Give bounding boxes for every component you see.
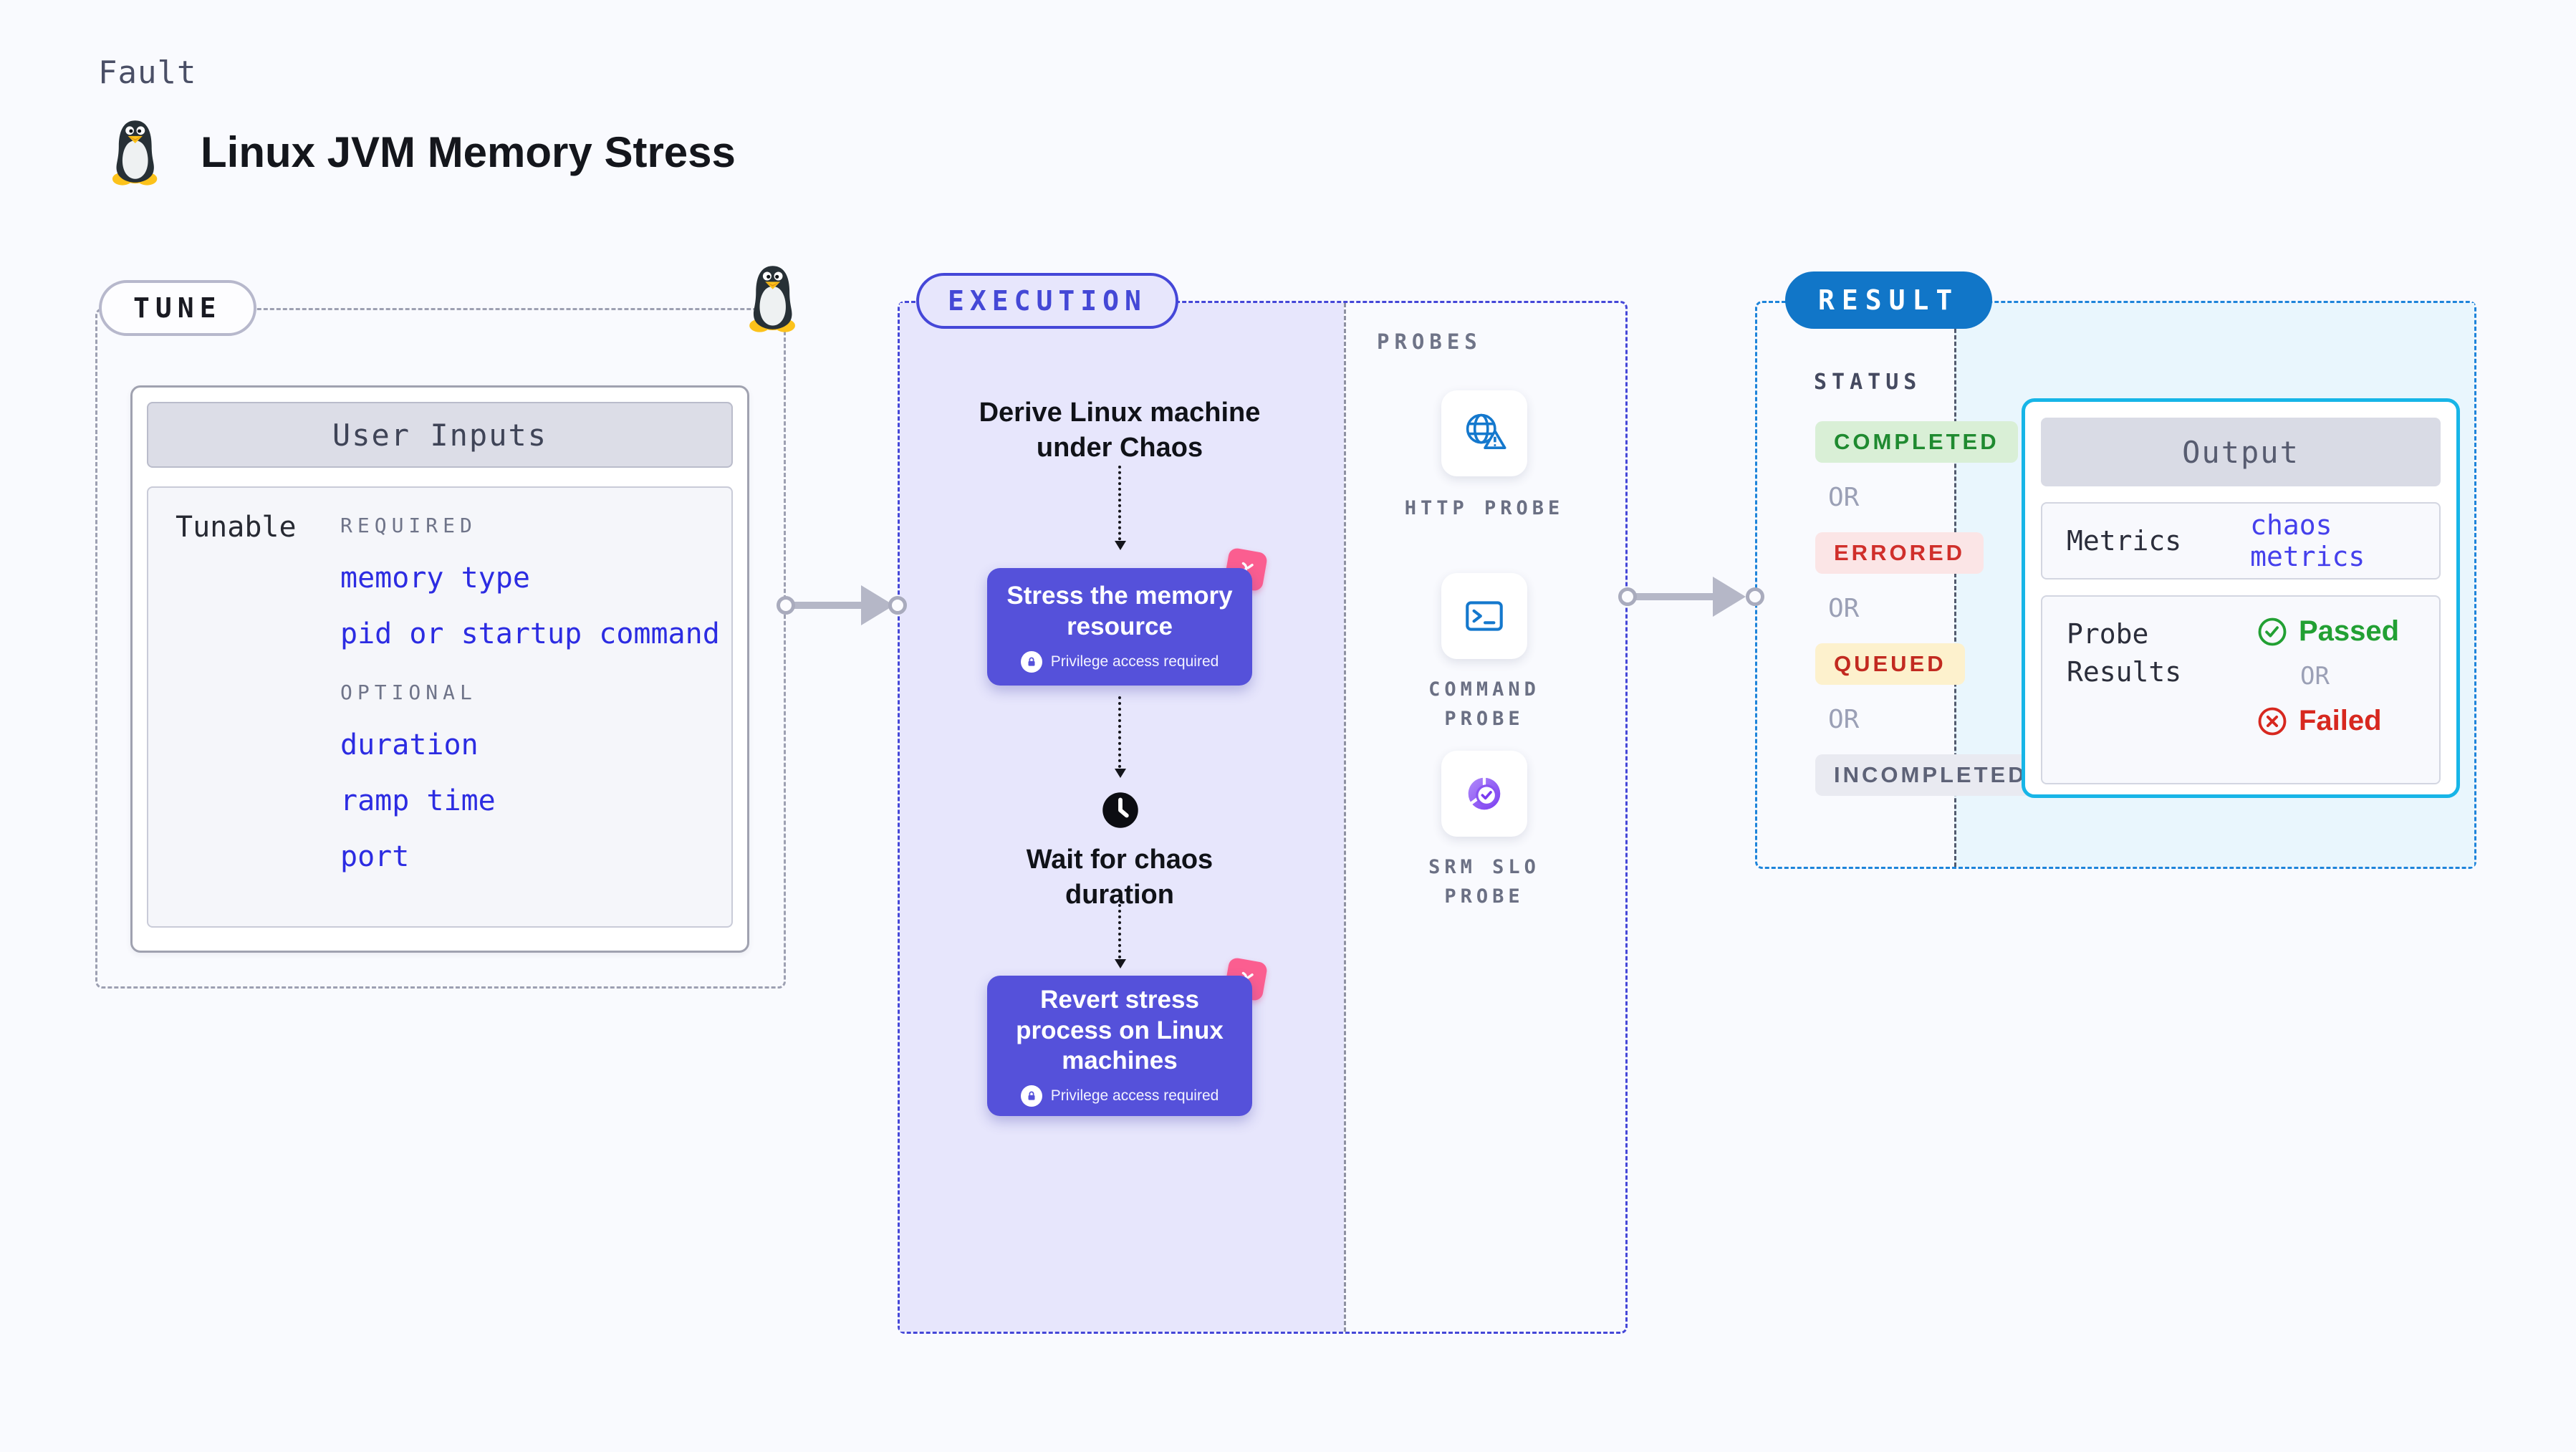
status-or-separator: OR	[1828, 594, 1860, 623]
status-item: INCOMPLETED OR	[1815, 754, 2046, 796]
derive-step-label: Derive Linux machine under Chaos	[979, 398, 1261, 463]
command-probe-card	[1441, 573, 1527, 659]
flow-arrow-tune-to-execution	[777, 585, 907, 625]
status-or-separator: OR	[1828, 483, 1860, 512]
fault-kicker: Fault	[98, 54, 197, 91]
clock-icon	[1101, 791, 1140, 830]
optional-label: OPTIONAL	[340, 681, 477, 704]
x-circle-icon	[2258, 707, 2287, 735]
status-item: QUEUED OR	[1815, 643, 1965, 754]
chaos-metrics-link[interactable]: chaos metrics	[2250, 509, 2365, 572]
stress-step-label: Stress the memory resource	[1006, 582, 1233, 640]
stress-memory-node: Stress the memory resource Privilege acc…	[987, 568, 1252, 686]
srm-slo-probe-card	[1441, 751, 1527, 837]
tux-icon	[749, 266, 795, 332]
lock-icon	[1020, 1085, 1042, 1107]
privilege-note: Privilege access required	[1050, 653, 1219, 670]
output-card: Output Metrics chaos metrics Probe Resul…	[2022, 398, 2460, 798]
param-link[interactable]: memory type	[340, 562, 530, 595]
status-label: STATUS	[1814, 370, 1922, 395]
wait-step-label: Wait for chaos duration	[1026, 845, 1213, 910]
status-or-separator: OR	[1828, 705, 1860, 734]
lock-icon	[1020, 650, 1042, 673]
revert-step-label: Revert stress process on Linux machines	[1016, 985, 1224, 1075]
failed-label: Failed	[2299, 705, 2382, 736]
status-badge: INCOMPLETED	[1815, 754, 2046, 796]
http-probe-label: HTTP PROBE	[1404, 497, 1565, 519]
privilege-note: Privilege access required	[1050, 1087, 1219, 1105]
passed-label: Passed	[2299, 615, 2400, 647]
command-probe-label: COMMAND PROBE	[1428, 678, 1540, 730]
status-item: COMPLETED OR	[1815, 421, 2018, 532]
connector-derive-to-stress	[1115, 466, 1126, 550]
output-title: Output	[2041, 418, 2441, 486]
required-params-list: memory type pid or startup command	[340, 562, 720, 673]
status-item: ERRORED OR	[1815, 532, 1984, 643]
metrics-label: Metrics	[2067, 525, 2182, 557]
slo-donut-icon	[1468, 776, 1501, 810]
probe-results-row: Probe Results Passed OR Failed	[2041, 595, 2441, 784]
connector-wait-to-revert	[1115, 904, 1126, 968]
probe-results-or: OR	[2300, 662, 2330, 691]
globe-alert-icon	[1466, 413, 1506, 449]
metrics-row: Metrics chaos metrics	[2041, 502, 2441, 580]
check-circle-icon	[2258, 617, 2287, 645]
param-link[interactable]: port	[340, 840, 410, 873]
param-link[interactable]: duration	[340, 729, 479, 761]
optional-params-list: duration ramp time port	[340, 729, 720, 896]
tux-icon	[112, 120, 158, 186]
result-badge: RESULT	[1785, 271, 1993, 329]
probes-panel-label: PROBES	[1377, 330, 1482, 354]
http-probe-card	[1441, 390, 1527, 476]
flow-arrow-execution-to-result	[1618, 577, 1764, 617]
result-divider	[1954, 303, 1956, 867]
user-inputs-body: Tunable REQUIRED memory type pid or start…	[147, 486, 733, 928]
terminal-icon	[1466, 601, 1503, 631]
required-label: REQUIRED	[340, 514, 477, 537]
srm-slo-probe-label: SRM SLO PROBE	[1428, 856, 1540, 908]
revert-stress-node: Revert stress process on Linux machines …	[987, 976, 1252, 1116]
execution-badge: EXECUTION	[916, 273, 1178, 329]
status-badge: COMPLETED	[1815, 421, 2018, 463]
page-title: Linux JVM Memory Stress	[201, 128, 736, 176]
status-badge: ERRORED	[1815, 532, 1984, 574]
tune-badge: TUNE	[99, 280, 256, 336]
tune-section	[95, 308, 786, 989]
status-list: COMPLETED OR ERRORED OR QUEUED OR INCOMP…	[1815, 421, 2046, 796]
connector-stress-to-wait	[1115, 696, 1126, 778]
probes-panel	[1344, 303, 1625, 1332]
param-link[interactable]: ramp time	[340, 784, 496, 817]
tunable-label: Tunable	[176, 511, 297, 544]
user-inputs-card: User Inputs Tunable REQUIRED memory type…	[130, 385, 749, 953]
param-link[interactable]: pid or startup command	[340, 617, 720, 650]
status-badge: QUEUED	[1815, 643, 1965, 685]
user-inputs-title: User Inputs	[147, 402, 733, 468]
probe-results-label: Probe Results	[2067, 618, 2182, 688]
